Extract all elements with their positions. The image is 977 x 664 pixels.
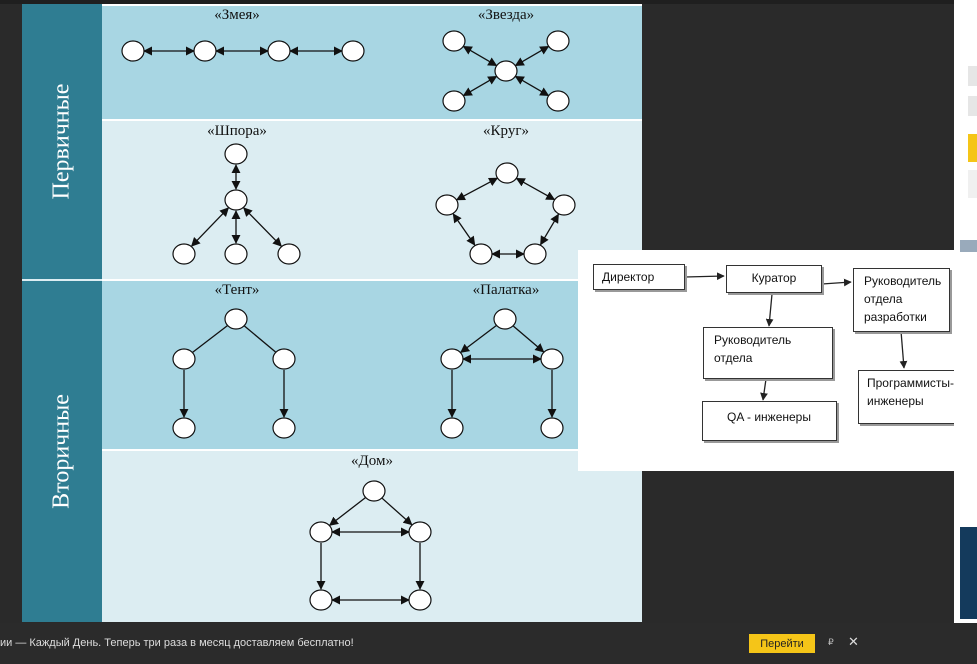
sidebar-ad-image[interactable] — [960, 527, 977, 619]
house-node — [362, 480, 386, 502]
tent-big-node — [540, 417, 564, 439]
circle-edge — [540, 213, 559, 246]
sidebar-chip-highlight[interactable] — [968, 134, 977, 162]
house-node — [408, 521, 432, 543]
arrow-devhead-programmers — [899, 330, 908, 369]
circle-node — [469, 243, 493, 265]
bottom-promo-banner: ии — Каждый День. Теперь три раза в меся… — [0, 623, 977, 664]
title-tent-big: «Палатка» — [472, 282, 540, 298]
tent-node — [172, 348, 196, 370]
org-box-dept-head: Руководитель отдела — [703, 327, 833, 379]
circle-node — [435, 194, 459, 216]
sidebar-chip[interactable] — [968, 96, 977, 116]
tent-edge — [244, 325, 276, 353]
row-divider — [102, 449, 642, 451]
circle-node — [523, 243, 547, 265]
close-icon[interactable]: ✕ — [848, 634, 859, 649]
title-snake: «Змея» — [214, 7, 260, 23]
snake-node — [121, 40, 145, 62]
spur-edge — [190, 207, 230, 247]
house-edge — [381, 497, 413, 526]
star-edge — [514, 45, 550, 67]
circle-edge — [515, 177, 556, 201]
org-chart: Директор Куратор Руководитель отдела раз… — [578, 250, 969, 471]
spur-edge — [243, 207, 282, 247]
star-edge — [462, 75, 498, 97]
arrow-curator-depthead — [765, 293, 774, 327]
arrow-depthead-qa — [760, 378, 768, 401]
tent-big-node — [440, 417, 464, 439]
circle-node — [552, 194, 576, 216]
tent-node — [272, 417, 296, 439]
star-node — [546, 90, 570, 112]
star-node — [442, 30, 466, 52]
org-box-director: Директор — [593, 264, 685, 290]
communication-networks-table: Первичные Вторичные «Змея» «Звезда» «Шпо… — [22, 4, 642, 622]
star-node — [494, 60, 518, 82]
title-star: «Звезда» — [477, 7, 535, 23]
goto-button[interactable]: Перейти — [749, 634, 815, 653]
org-box-dev-head: Руководитель отдела разработки — [853, 268, 950, 332]
snake-node — [341, 40, 365, 62]
currency-icon: ₽ — [828, 637, 834, 647]
right-sidebar-strip — [954, 0, 977, 623]
spur-node — [277, 243, 301, 265]
arrow-curator-devhead — [821, 278, 852, 287]
title-spur: «Шпора» — [207, 123, 267, 139]
sidebar-chip[interactable] — [968, 170, 977, 198]
house-node — [309, 521, 333, 543]
title-tent: «Тент» — [214, 282, 260, 298]
tent-node — [224, 308, 248, 330]
row-divider — [102, 279, 642, 281]
snake-node — [193, 40, 217, 62]
tent-big-node — [493, 308, 517, 330]
tent-node — [272, 348, 296, 370]
sidebar-chip[interactable] — [968, 66, 977, 86]
tent-big-node — [440, 348, 464, 370]
band-divider — [22, 279, 102, 281]
arrow-director-curator — [684, 272, 725, 281]
banner-text: ии — Каждый День. Теперь три раза в меся… — [0, 637, 354, 649]
tent-big-node — [540, 348, 564, 370]
tent-edge — [192, 325, 228, 353]
org-box-qa: QA - инженеры — [702, 401, 837, 441]
spur-node — [172, 243, 196, 265]
row-divider — [102, 4, 642, 6]
group-band-secondary: Вторичные — [22, 281, 102, 622]
circle-edge — [455, 177, 499, 201]
tent-node — [172, 417, 196, 439]
star-node — [442, 90, 466, 112]
org-box-programmers: Программисты-инженеры — [858, 370, 969, 424]
tent-big-edge — [512, 325, 545, 353]
org-box-curator: Куратор — [726, 265, 822, 293]
house-node — [408, 589, 432, 611]
network-diagrams-svg — [121, 30, 576, 611]
org-chart-arrows — [684, 272, 908, 401]
group-band-primary: Первичные — [22, 4, 102, 280]
title-house: «Дом» — [351, 453, 393, 469]
circle-edge — [452, 213, 476, 246]
star-node — [546, 30, 570, 52]
spur-node — [224, 143, 248, 165]
house-node — [309, 589, 333, 611]
top-bar — [0, 0, 977, 4]
row-divider — [102, 119, 642, 121]
tent-big-edge — [460, 325, 497, 353]
snake-node — [267, 40, 291, 62]
sidebar-thumb — [960, 240, 977, 252]
spur-node — [224, 189, 248, 211]
star-edge — [514, 75, 550, 97]
spur-node — [224, 243, 248, 265]
title-circle: «Круг» — [483, 123, 529, 139]
star-edge — [462, 45, 498, 67]
circle-node — [495, 162, 519, 184]
house-edge — [328, 497, 366, 526]
